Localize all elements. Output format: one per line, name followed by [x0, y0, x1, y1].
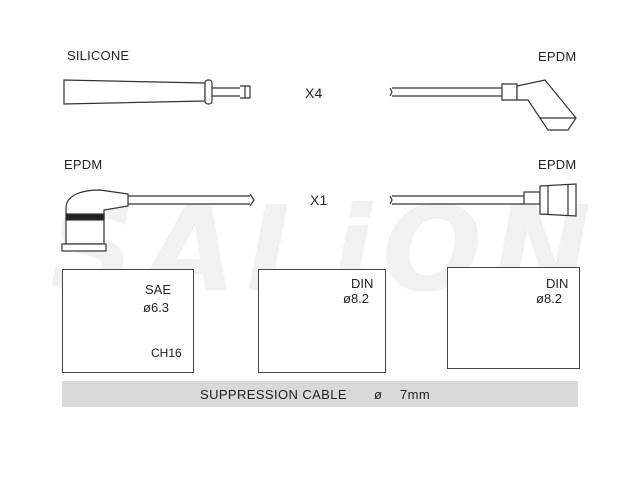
- terminal-box-din-2: DIN ø8.2: [447, 267, 580, 369]
- terminal-box-din-1: DIN ø8.2: [258, 269, 386, 373]
- label-silicone: SILICONE: [67, 48, 130, 63]
- box-sae-standard: SAE: [145, 282, 172, 297]
- label-quantity-x4: X4: [305, 85, 323, 101]
- epdm-angled-boot-top: [389, 79, 577, 131]
- label-epdm-mid-left: EPDM: [64, 157, 103, 172]
- box-din1-size: ø8.2: [343, 291, 370, 306]
- silicone-straight-boot: [63, 79, 251, 105]
- label-epdm-top: EPDM: [538, 49, 577, 64]
- terminal-box-sae: SAE ø6.3 CH16: [62, 269, 194, 373]
- epdm-straight-boot: [389, 183, 577, 217]
- banner-text: SUPPRESSION CABLE: [200, 387, 347, 402]
- suppression-cable-banner: SUPPRESSION CABLE ø 7mm: [62, 381, 578, 407]
- box-din2-standard: DIN: [546, 276, 569, 291]
- label-epdm-mid-right: EPDM: [538, 157, 577, 172]
- box-din2-size: ø8.2: [536, 291, 563, 306]
- box-sae-size: ø6.3: [143, 300, 170, 315]
- box-din1-standard: DIN: [351, 276, 374, 291]
- diameter-symbol: ø: [374, 387, 383, 402]
- banner-value: 7mm: [400, 387, 431, 402]
- epdm-angled-boot-mid: [61, 189, 255, 252]
- label-quantity-x1: X1: [310, 192, 328, 208]
- box-sae-note: CH16: [151, 346, 182, 360]
